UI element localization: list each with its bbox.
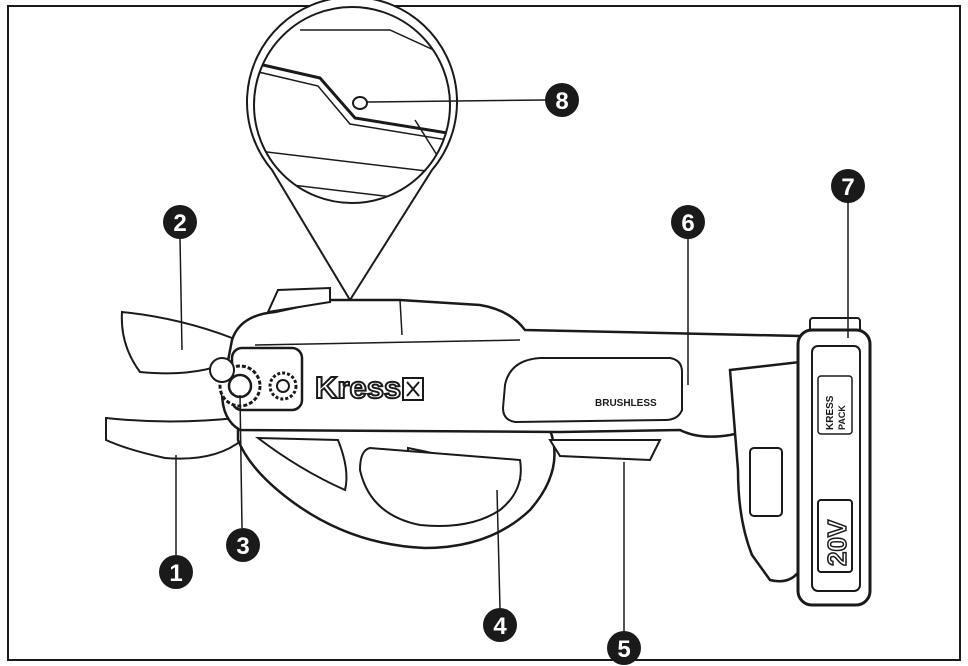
callout-3-label: 3	[236, 533, 249, 560]
callout-8: 8	[545, 83, 579, 117]
callout-7-label: 7	[841, 174, 854, 201]
frame-border	[7, 5, 961, 661]
callout-7: 7	[831, 169, 865, 203]
callout-6: 6	[671, 205, 705, 239]
callout-5: 5	[607, 631, 641, 665]
battery-pack	[796, 317, 872, 607]
callout-6-label: 6	[681, 210, 694, 237]
detail-magnifier	[246, 0, 546, 302]
upper-blade	[120, 310, 240, 375]
leader-line-2	[179, 237, 183, 351]
leader-lines	[175, 200, 849, 632]
cutting-blades	[105, 310, 244, 460]
led-indicator-detail	[352, 96, 368, 110]
callout-2: 2	[163, 205, 197, 239]
battery-brand-sub: PACK	[837, 405, 847, 430]
gear-assembly	[209, 346, 304, 412]
brand-logo-glyph	[406, 381, 420, 397]
lower-blade	[105, 416, 244, 460]
callout-3: 3	[226, 528, 260, 562]
battery-voltage: 20V	[822, 519, 852, 566]
leader-line-8	[366, 99, 546, 103]
battery-brand: KRESS	[825, 395, 836, 430]
leader-line-4	[496, 489, 501, 609]
callout-2-label: 2	[173, 210, 186, 237]
callout-4: 4	[483, 608, 517, 642]
brand-logo-text: Kress	[315, 370, 401, 405]
callout-1: 1	[159, 555, 193, 589]
pivot-bolt	[209, 357, 235, 383]
callout-5-label: 5	[617, 636, 630, 663]
callout-1-label: 1	[169, 560, 182, 587]
brushless-label: BRUSHLESS	[595, 398, 657, 409]
callout-4-label: 4	[493, 613, 507, 640]
leader-line-3	[239, 394, 243, 529]
callout-8-label: 8	[555, 88, 568, 115]
tool-body	[220, 286, 802, 583]
